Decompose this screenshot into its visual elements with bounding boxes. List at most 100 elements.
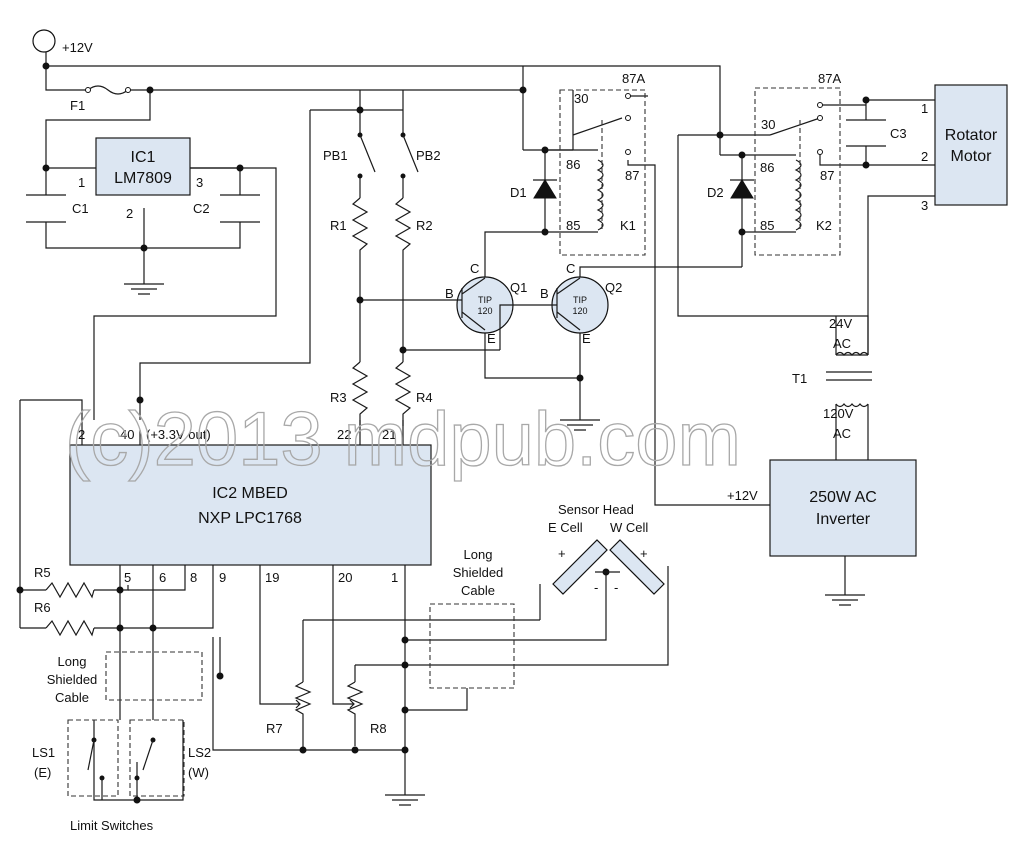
relay-k2: 30 87A 86 85 87 K2 bbox=[754, 71, 841, 256]
mcu-pin-20: 20 bbox=[338, 570, 352, 585]
resistor-r1: R1 bbox=[330, 197, 369, 262]
cable-left-line1: Long bbox=[58, 654, 87, 669]
resistor-r4: R4 bbox=[394, 361, 433, 426]
mcu-body bbox=[69, 444, 432, 566]
rotator-motor-body bbox=[934, 84, 1008, 206]
transistor-q1-collector: C bbox=[470, 261, 479, 276]
east-cell-minus: - bbox=[594, 580, 598, 595]
transformer-sec2: AC bbox=[833, 336, 851, 351]
resistor-r5: R5 bbox=[34, 565, 95, 599]
potentiometer-r8-label: R8 bbox=[370, 721, 387, 736]
junction-dots bbox=[16, 62, 870, 804]
long-shielded-cable-right: Long Shielded Cable bbox=[429, 547, 515, 689]
regulator-pin2: 2 bbox=[126, 206, 133, 221]
transistor-q1-emitter: E bbox=[487, 331, 496, 346]
inverter-body bbox=[769, 459, 917, 557]
resistor-r4-label: R4 bbox=[416, 390, 433, 405]
inverter: 250W AC Inverter +12V bbox=[727, 459, 917, 557]
relay-k1-p87: 87 bbox=[625, 168, 639, 183]
west-cell bbox=[609, 539, 665, 595]
transistor-q1-part-bottom: 120 bbox=[477, 306, 492, 316]
resistor-r6: R6 bbox=[34, 600, 95, 637]
resistor-r2: R2 bbox=[394, 197, 433, 262]
diode-d2-label: D2 bbox=[707, 185, 724, 200]
potentiometer-r7-label: R7 bbox=[266, 721, 283, 736]
resistor-r2-label: R2 bbox=[416, 218, 433, 233]
transistor-q2-emitter: E bbox=[582, 331, 591, 346]
limit-switch-ls1: LS1 (E) bbox=[32, 719, 119, 800]
rotator-motor-pin3: 3 bbox=[921, 198, 928, 213]
capacitor-c2-label: C2 bbox=[193, 201, 210, 216]
relay-k1-p87a: 87A bbox=[622, 71, 645, 86]
west-cell-plus: + bbox=[640, 546, 648, 561]
mcu-pin-8: 8 bbox=[190, 570, 197, 585]
mcu-pin-2: 2 bbox=[78, 427, 85, 442]
transformer-sec1: 24V bbox=[829, 316, 852, 331]
capacitor-c2: C2 bbox=[193, 194, 260, 223]
mcu-pin-40-note: (+3.3V out) bbox=[146, 427, 211, 442]
relay-k2-p85: 85 bbox=[760, 218, 774, 233]
relay-k2-p87: 87 bbox=[820, 168, 834, 183]
transistor-q2-base: B bbox=[540, 286, 549, 301]
watermark: (c)2013 mdpub.com bbox=[65, 397, 741, 482]
mcu-line1: IC2 MBED bbox=[212, 485, 288, 502]
transistor-q2: TIP 120 Q2 B C E bbox=[499, 261, 622, 350]
transformer-pri2: AC bbox=[833, 426, 851, 441]
relay-k1-ref: K1 bbox=[620, 218, 636, 233]
long-shielded-cable-left: Long Shielded Cable bbox=[47, 651, 203, 705]
rotator-motor-pin2: 2 bbox=[921, 149, 928, 164]
transistor-q2-collector: C bbox=[566, 261, 575, 276]
cable-left-line3: Cable bbox=[55, 690, 89, 705]
capacitor-c1-label: C1 bbox=[72, 201, 89, 216]
pushbutton-pb1-label: PB1 bbox=[323, 148, 348, 163]
mcu-pin-19: 19 bbox=[265, 570, 279, 585]
transistor-q2-part-top: TIP bbox=[573, 295, 587, 305]
diode-d1-label: D1 bbox=[510, 185, 527, 200]
capacitor-c3: C3 bbox=[846, 119, 907, 147]
limit-switch-ls2-label: LS2 bbox=[188, 745, 211, 760]
west-cell-minus: - bbox=[614, 580, 618, 595]
ground-icon bbox=[825, 594, 865, 606]
mcu-pin-1: 1 bbox=[391, 570, 398, 585]
transformer-ref: T1 bbox=[792, 371, 807, 386]
limit-switch-ls2-dir: (W) bbox=[188, 765, 209, 780]
resistor-r3-label: R3 bbox=[330, 390, 347, 405]
mcu-pin-9: 9 bbox=[219, 570, 226, 585]
fuse-label: F1 bbox=[70, 98, 85, 113]
limit-switches-caption: Limit Switches bbox=[70, 818, 154, 833]
capacitor-c3-label: C3 bbox=[890, 126, 907, 141]
cable-right-line2: Shielded bbox=[453, 565, 504, 580]
cable-right-line3: Cable bbox=[461, 583, 495, 598]
ground-icon bbox=[560, 419, 600, 431]
cable-left-line2: Shielded bbox=[47, 672, 98, 687]
regulator-ref: IC1 bbox=[131, 149, 156, 166]
transistor-q2-part-bottom: 120 bbox=[572, 306, 587, 316]
diode-d1: D1 bbox=[510, 179, 557, 200]
regulator-pin3: 3 bbox=[196, 175, 203, 190]
transistor-q2-ref: Q2 bbox=[605, 280, 622, 295]
mcu-pin-21: 21 bbox=[382, 427, 396, 442]
limit-switch-ls1-dir: (E) bbox=[34, 765, 51, 780]
mcu-pin-5: 5 bbox=[124, 570, 131, 585]
relay-k1: 30 87A 86 85 87 K1 bbox=[559, 71, 646, 256]
inverter-line1: 250W AC bbox=[809, 489, 877, 506]
ground-icon bbox=[385, 794, 425, 806]
mcu-line2: NXP LPC1768 bbox=[198, 510, 302, 527]
east-cell bbox=[552, 539, 608, 595]
rotator-motor: Rotator Motor 1 2 3 bbox=[921, 84, 1008, 213]
supply-terminal: +12V bbox=[32, 29, 93, 55]
limit-switch-ls1-label: LS1 bbox=[32, 745, 55, 760]
mcu-pin-22: 22 bbox=[337, 427, 351, 442]
relay-k1-p86: 86 bbox=[566, 157, 580, 172]
regulator-pin1: 1 bbox=[78, 175, 85, 190]
transistor-q1-ref: Q1 bbox=[510, 280, 527, 295]
east-cell-plus: + bbox=[558, 546, 566, 561]
rotator-motor-line1: Rotator bbox=[945, 127, 998, 144]
transistor-q1-part-top: TIP bbox=[478, 295, 492, 305]
resistor-r6-label: R6 bbox=[34, 600, 51, 615]
potentiometer-r7: R7 bbox=[266, 681, 312, 736]
resistor-r5-label: R5 bbox=[34, 565, 51, 580]
transistor-q1-base: B bbox=[445, 286, 454, 301]
diode-d2: D2 bbox=[707, 179, 754, 200]
